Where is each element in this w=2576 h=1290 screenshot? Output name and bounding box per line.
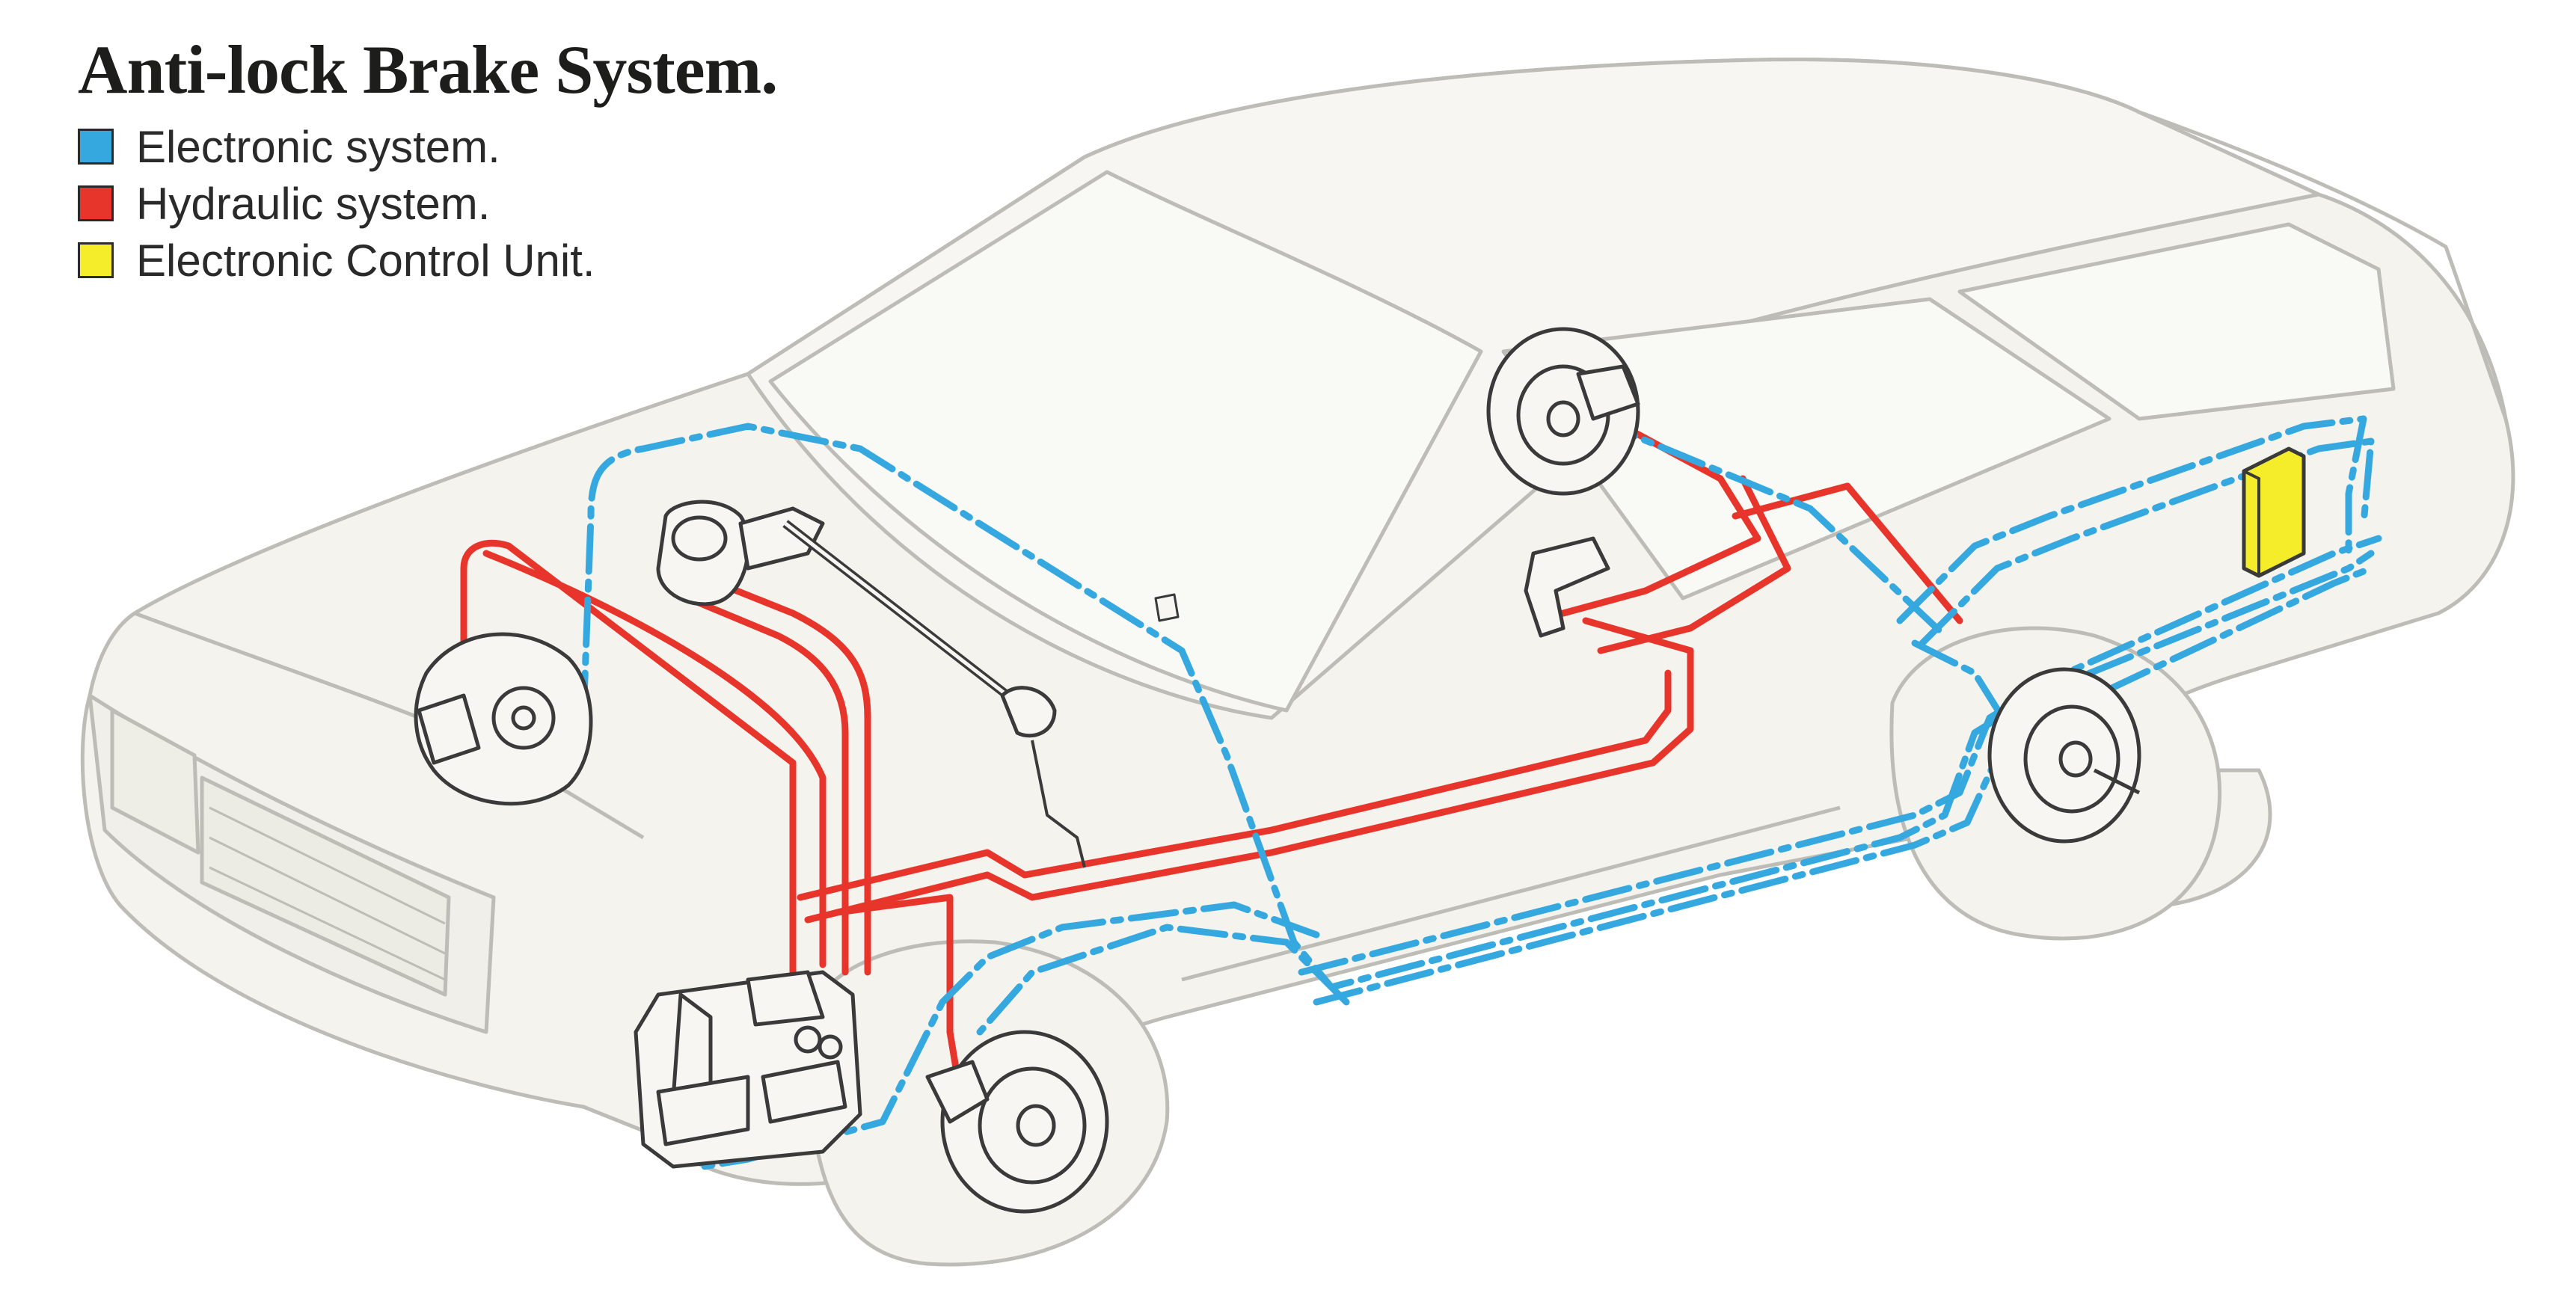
electronic-control-unit xyxy=(2242,446,2306,578)
linkage-rod xyxy=(782,520,1086,868)
g-sensor xyxy=(1154,593,1180,622)
legend-label: Electronic system. xyxy=(136,121,500,172)
rear-left-brake xyxy=(1486,327,1640,496)
legend-item-hydraulic: Hydraulic system. xyxy=(78,176,490,230)
proportioning-valve xyxy=(1524,536,1610,638)
rear-right-brake xyxy=(1987,667,2141,844)
brake-booster xyxy=(656,500,825,606)
legend-item-electronic: Electronic system. xyxy=(78,120,500,173)
front-left-brake xyxy=(414,632,593,806)
car-body xyxy=(80,58,2515,1267)
hydraulic-lines xyxy=(460,423,1963,1081)
blue-square-icon xyxy=(78,129,114,165)
red-square-icon xyxy=(78,185,114,221)
yellow-square-icon xyxy=(78,242,114,278)
electronic-lines xyxy=(580,415,2382,1170)
hydraulic-modulator xyxy=(634,970,862,1169)
diagram-title: Anti-lock Brake System. xyxy=(78,31,778,108)
legend-label: Electronic Control Unit. xyxy=(136,235,595,286)
front-right-brake xyxy=(925,1030,1109,1214)
components xyxy=(414,327,2141,1214)
legend-item-ecu: Electronic Control Unit. xyxy=(78,233,595,287)
legend-label: Hydraulic system. xyxy=(136,178,491,229)
